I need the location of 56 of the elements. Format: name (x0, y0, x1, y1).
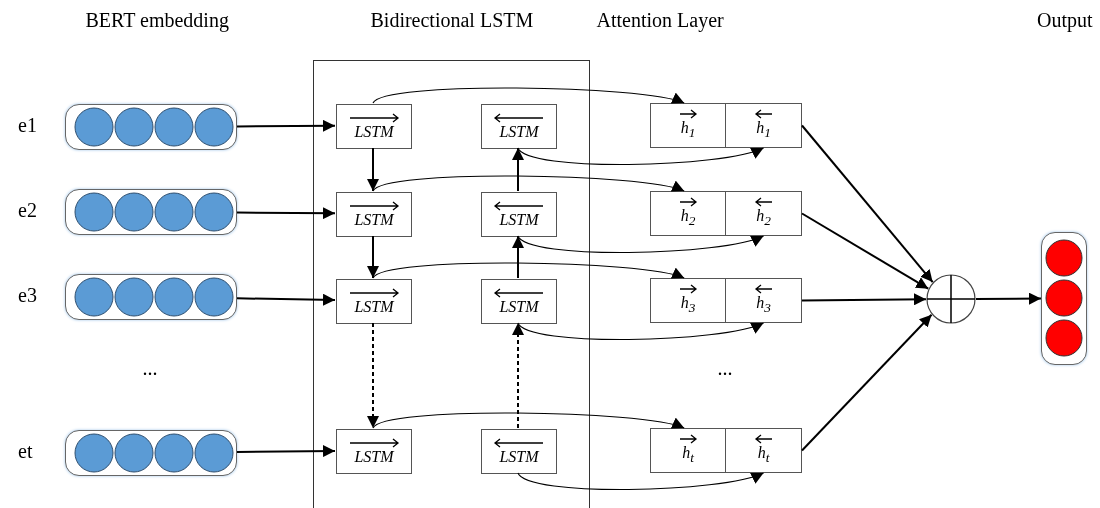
hidden-state-cell: h$_{2}$ (650, 191, 726, 236)
arrow (236, 445, 336, 458)
embedding-vector (65, 274, 237, 320)
arrow (801, 124, 934, 283)
arrow (236, 119, 336, 132)
arrow (367, 147, 379, 192)
lstm-unit: LSTM (336, 429, 412, 474)
token-label: e3 (18, 283, 37, 307)
arrow (512, 235, 524, 279)
ellipsis: ... (717, 356, 733, 380)
token-label: et (18, 439, 33, 463)
output-vector (1041, 232, 1087, 365)
lstm-unit: LSTM (481, 104, 557, 149)
arrow (801, 212, 930, 290)
arrow (517, 234, 765, 254)
arrow (367, 235, 379, 279)
hidden-state-cell: h$_{t}$ (725, 428, 802, 473)
arrow (512, 147, 524, 192)
column-heading: Attention Layer (596, 8, 724, 32)
token-label: e1 (18, 113, 37, 137)
lstm-unit: LSTM (481, 279, 557, 324)
sum-operator (926, 274, 976, 324)
lstm-unit: LSTM (481, 192, 557, 237)
embedding-vector (65, 104, 237, 150)
arrow (517, 471, 765, 491)
token-label: e2 (18, 198, 37, 222)
hidden-state-cell: h$_{2}$ (725, 191, 802, 236)
hidden-state-cell: h$_{1}$ (725, 103, 802, 148)
arrow (372, 262, 685, 281)
arrow (517, 321, 765, 341)
lstm-unit: LSTM (481, 429, 557, 474)
layer-panel (313, 60, 590, 508)
arrow (372, 87, 685, 106)
lstm-unit: LSTM (336, 279, 412, 324)
arrow (372, 412, 685, 431)
hidden-state-cell: h$_{t}$ (650, 428, 726, 473)
arrow (372, 175, 685, 194)
embedding-vector (65, 189, 237, 235)
column-heading: Output (1037, 8, 1093, 32)
arrow (517, 146, 765, 166)
arrow (975, 292, 1042, 305)
column-heading: Bidirectional LSTM (370, 8, 534, 32)
embedding-vector (65, 430, 237, 476)
arrow (236, 207, 336, 220)
column-heading: BERT embedding (85, 8, 229, 32)
arrow (236, 293, 336, 306)
arrow (801, 293, 927, 306)
hidden-state-cell: h$_{1}$ (650, 103, 726, 148)
ellipsis: ... (142, 356, 158, 380)
lstm-unit: LSTM (336, 192, 412, 237)
arrow (801, 313, 933, 452)
hidden-state-cell: h$_{3}$ (725, 278, 802, 323)
arrow (512, 322, 524, 429)
arrow (367, 322, 379, 429)
hidden-state-cell: h$_{3}$ (650, 278, 726, 323)
lstm-unit: LSTM (336, 104, 412, 149)
